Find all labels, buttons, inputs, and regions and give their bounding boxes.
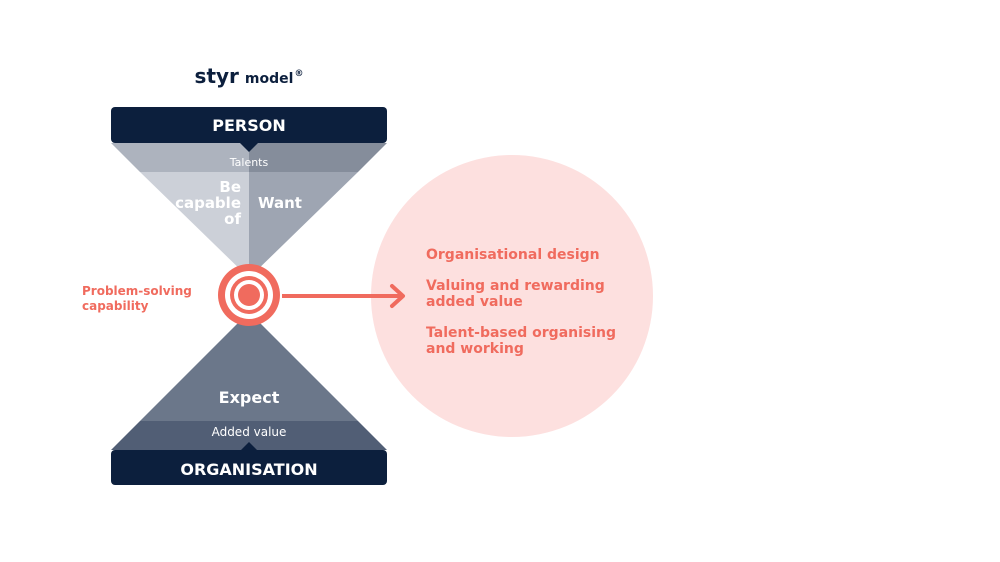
outcome-3-line2: and working xyxy=(426,341,524,357)
logo: styr model® xyxy=(195,64,304,88)
organisation-box xyxy=(111,450,387,485)
organisation-pointer xyxy=(240,442,258,451)
target-icon xyxy=(218,264,280,326)
be-capable-of-line1: Be xyxy=(219,178,241,196)
outcomes-circle xyxy=(371,155,653,437)
person-pointer xyxy=(240,143,258,152)
talents-band-left xyxy=(111,143,249,172)
be-capable-of-line3: of xyxy=(224,210,241,228)
added-value-band xyxy=(111,421,387,450)
talents-label: Talents xyxy=(229,156,269,169)
want-section xyxy=(249,172,358,278)
outcome-2-line2: added value xyxy=(426,294,523,310)
added-value-label: Added value xyxy=(212,425,287,439)
expect-section xyxy=(140,312,358,421)
person-box xyxy=(111,107,387,143)
outcome-2-line1: Valuing and rewarding xyxy=(426,278,605,294)
expect-label: Expect xyxy=(219,388,280,407)
logo-brand: styr xyxy=(195,64,240,88)
arrow-icon xyxy=(282,284,405,308)
outcome-1: Organisational design xyxy=(426,247,600,263)
be-capable-of-line2: capable xyxy=(175,194,241,212)
logo-suffix: model xyxy=(245,71,294,87)
outcome-3-line1: Talent-based organising xyxy=(426,325,616,341)
problem-solving-line2: capability xyxy=(82,299,149,313)
be-capable-of-section xyxy=(140,172,249,278)
talents-band-right xyxy=(249,143,387,172)
person-label: PERSON xyxy=(212,116,286,135)
organisation-label: ORGANISATION xyxy=(180,460,317,479)
problem-solving-line1: Problem-solving xyxy=(82,284,192,298)
registered-mark: ® xyxy=(294,69,303,79)
want-label: Want xyxy=(258,194,302,212)
